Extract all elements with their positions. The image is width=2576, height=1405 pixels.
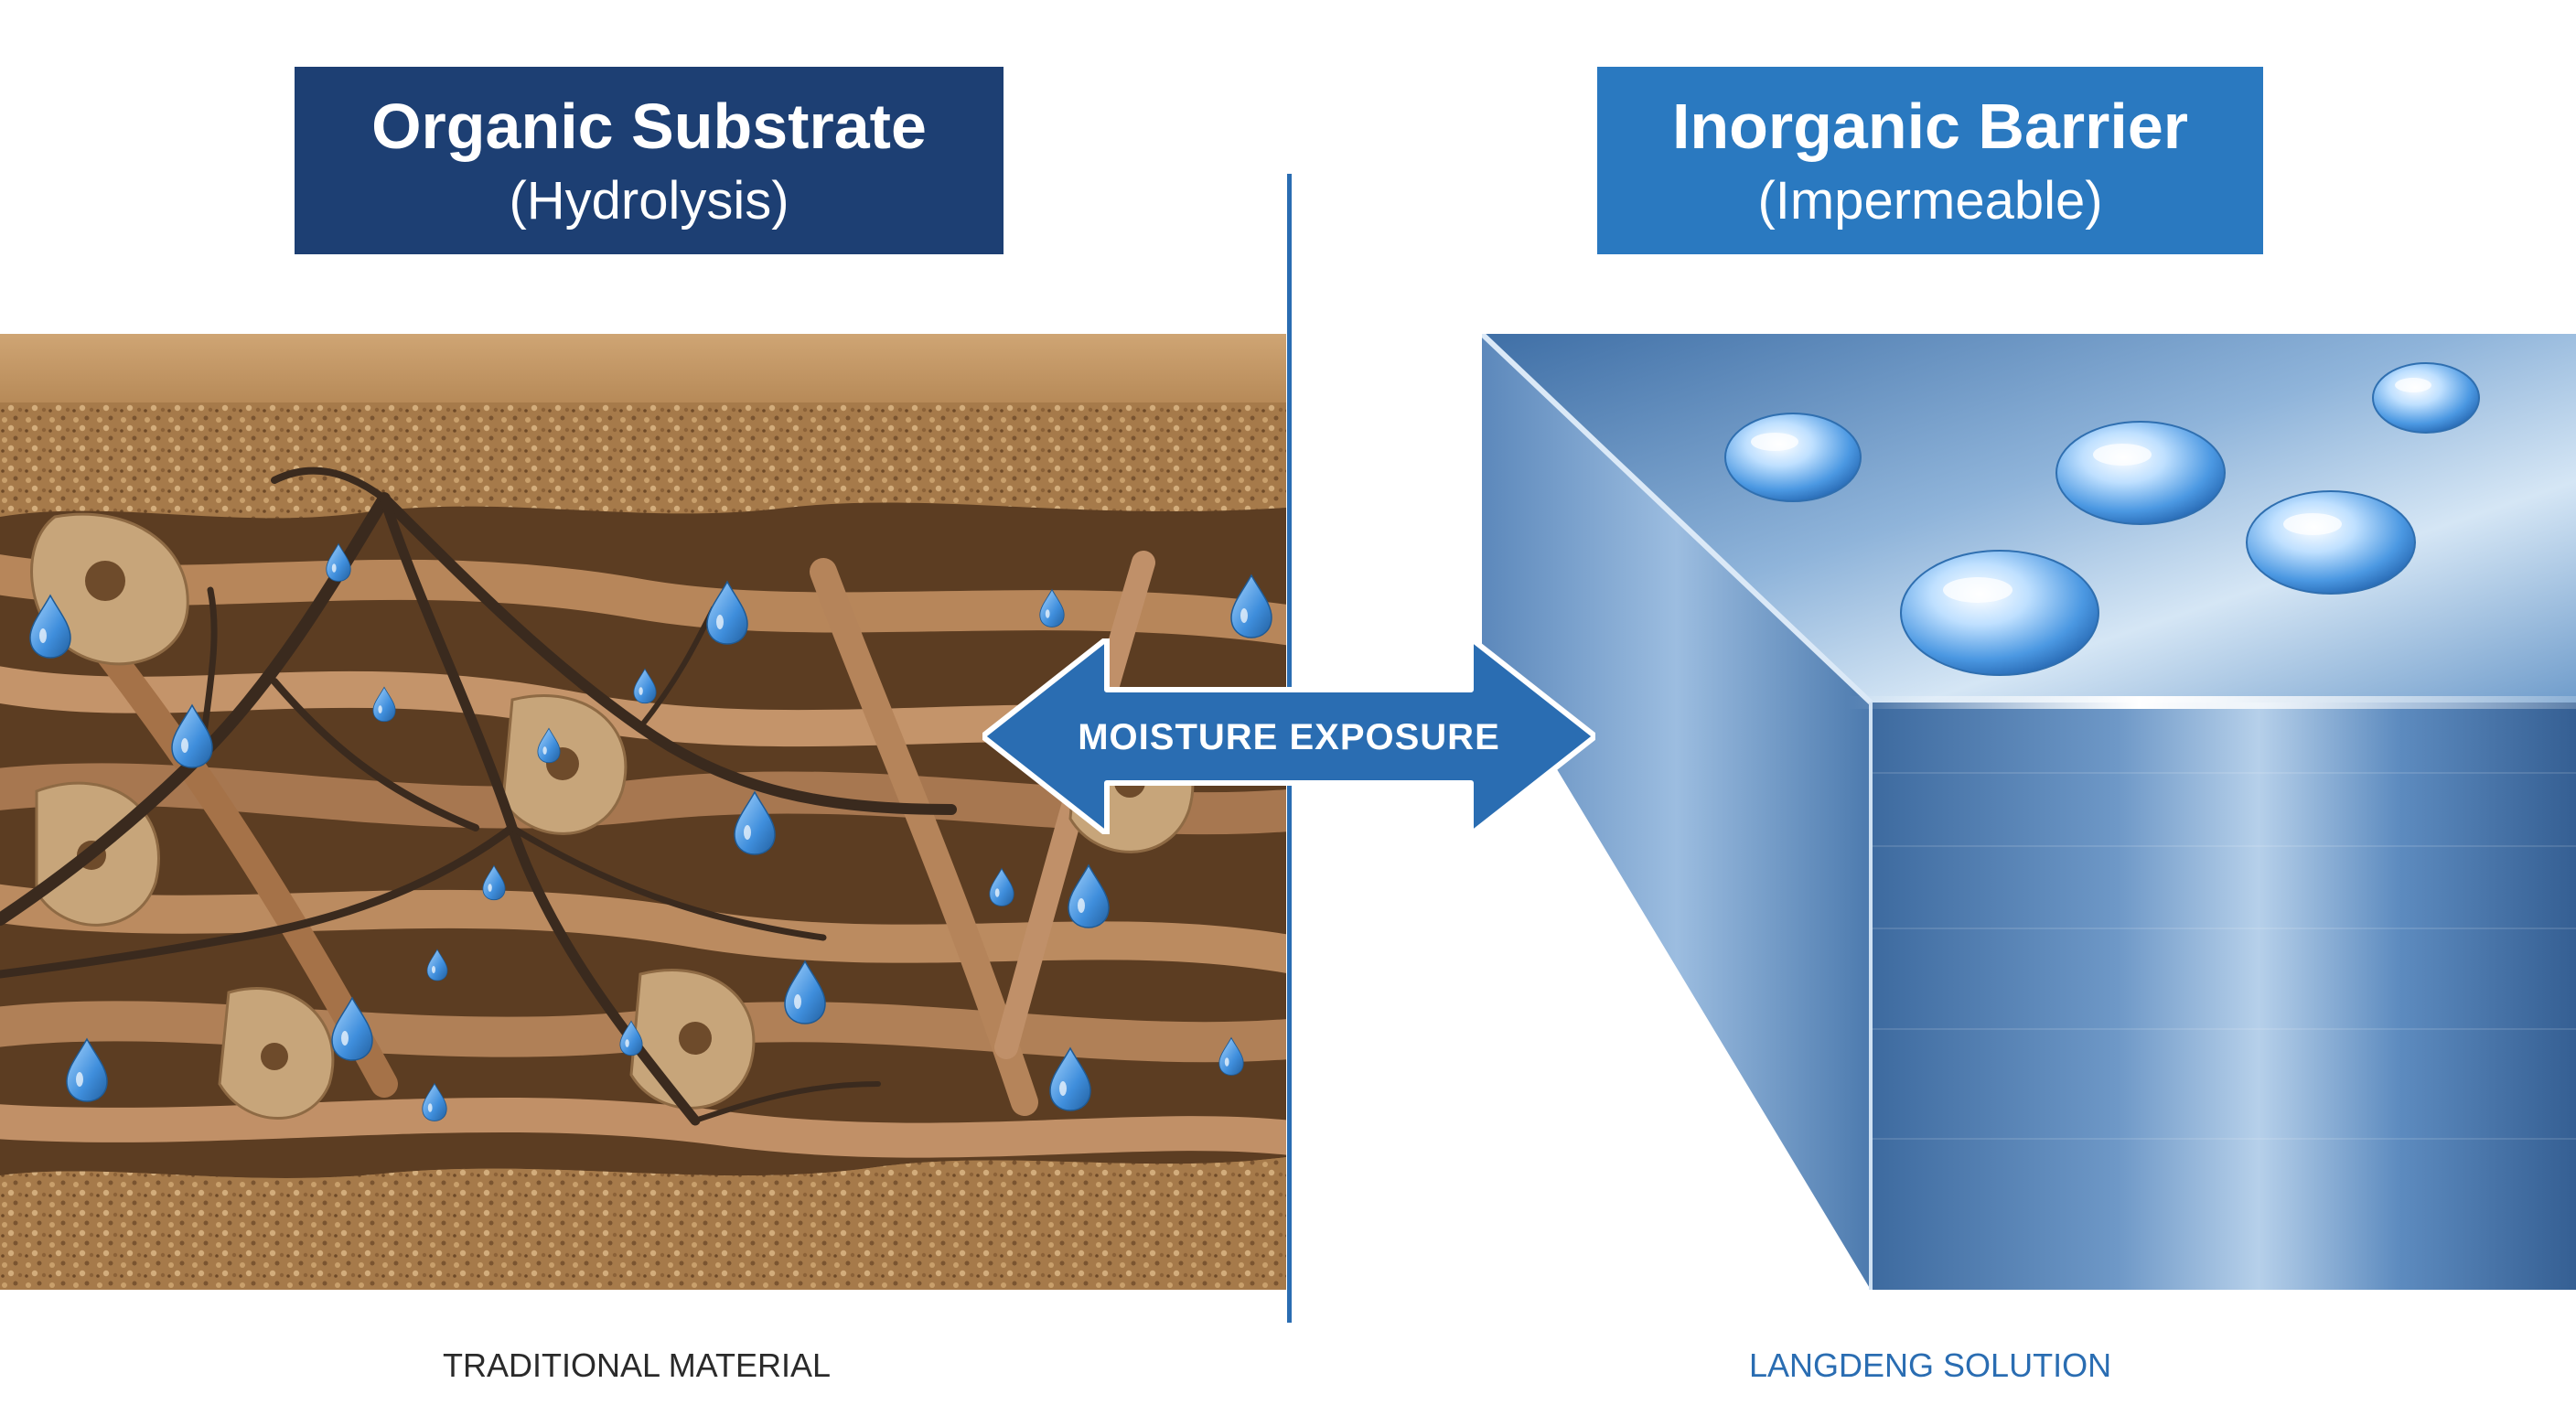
organic-substrate-subtitle: (Hydrolysis): [509, 171, 789, 231]
traditional-material-caption: TRADITIONAL MATERIAL: [443, 1346, 832, 1384]
moisture-exposure-label: MOISTURE EXPOSURE: [1078, 717, 1500, 757]
inorganic-barrier-illustration: [1482, 334, 2576, 1290]
moisture-exposure-arrow: MOISTURE EXPOSURE: [982, 638, 1595, 834]
organic-substrate-title-box: Organic Substrate (Hydrolysis): [295, 67, 1004, 254]
langdeng-solution-caption: LANGDENG SOLUTION: [1749, 1346, 2112, 1384]
double-arrow-icon: [982, 638, 1595, 834]
inorganic-barrier-title: Inorganic Barrier: [1671, 91, 2189, 162]
inorganic-barrier-subtitle: (Impermeable): [1757, 171, 2103, 231]
organic-substrate-title: Organic Substrate: [371, 91, 927, 162]
inorganic-barrier-title-box: Inorganic Barrier (Impermeable): [1597, 67, 2263, 254]
water-drop-icon: [1724, 362, 2480, 676]
